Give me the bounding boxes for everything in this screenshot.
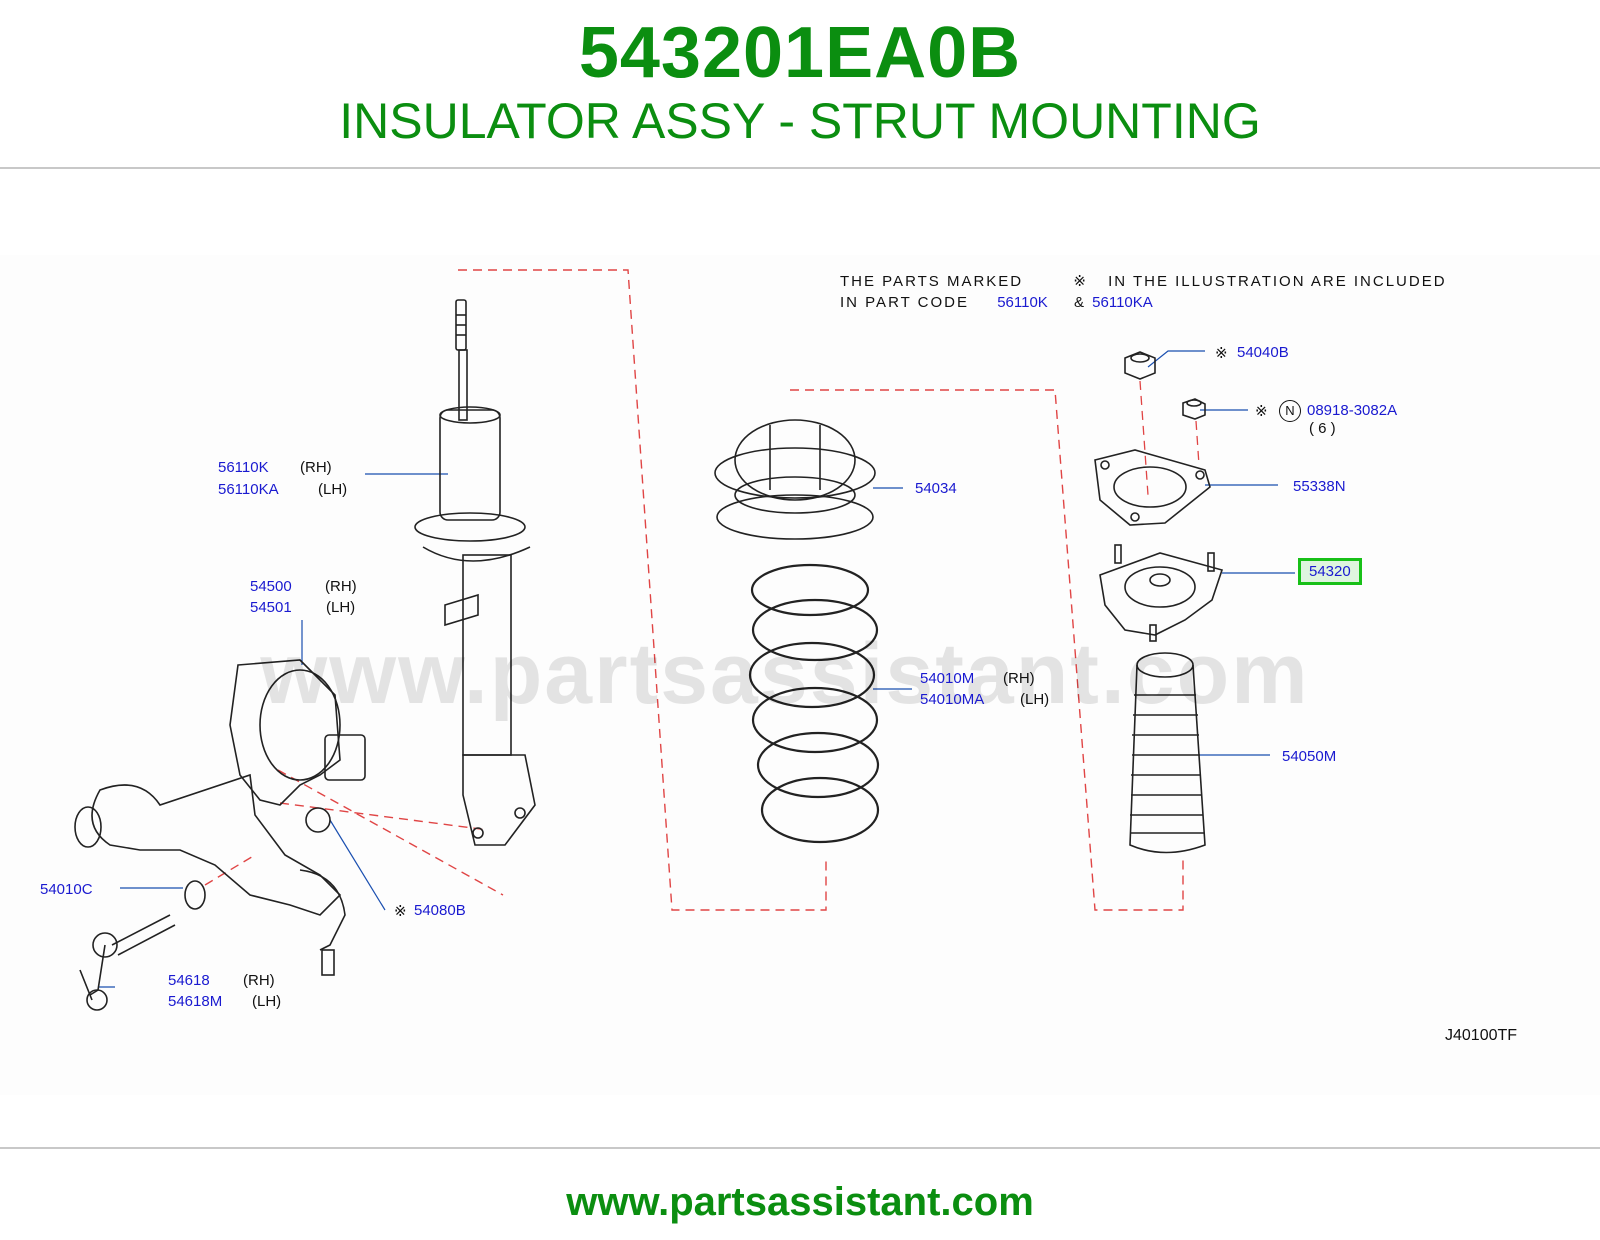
spring-seat-drawing: [714, 419, 876, 540]
note-text: THE PARTS MARKED: [840, 273, 1024, 290]
part-link-54010M[interactable]: 54010M: [920, 670, 975, 687]
mount-plate-drawing: [1094, 449, 1211, 526]
part-link-56110K[interactable]: 56110K: [218, 459, 269, 476]
note-line-1: THE PARTS MARKED ※ IN THE ILLUSTRATION A…: [840, 272, 1447, 290]
part-link-54080B[interactable]: 54080B: [414, 902, 466, 919]
diagram-drawing: [74, 269, 1295, 1011]
note-ampersand: &: [1073, 294, 1086, 311]
side-label: (LH): [318, 481, 348, 498]
side-label: (RH): [1003, 670, 1035, 687]
page-title: 543201EA0B: [578, 13, 1022, 93]
part-link-54010C[interactable]: 54010C: [40, 881, 93, 898]
nut-drawings: [1124, 351, 1206, 496]
part-link-56110KA[interactable]: 56110KA: [1092, 294, 1153, 311]
part-link-56110K[interactable]: 56110K: [997, 294, 1048, 311]
dust-boot-drawing: [1129, 652, 1206, 854]
side-label: (RH): [300, 459, 332, 476]
parts-diagram: www.partsassistant.com THE PARTS MARKED …: [0, 255, 1600, 1095]
strut-assembly-drawing: [414, 299, 536, 846]
quantity-label: ( 6 ): [1309, 420, 1336, 437]
page-subtitle: INSULATOR ASSY - STRUT MOUNTING: [339, 93, 1261, 149]
highlighted-part-54320[interactable]: 54320: [1298, 558, 1362, 585]
side-label: (LH): [326, 599, 356, 616]
part-link-54618M[interactable]: 54618M: [168, 993, 223, 1010]
side-label: (RH): [325, 578, 357, 595]
included-mark: ※: [1073, 273, 1088, 290]
part-link-54010MA[interactable]: 54010MA: [920, 691, 985, 708]
part-link-08918-3082A[interactable]: 08918-3082A: [1307, 402, 1398, 419]
part-link-54050M[interactable]: 54050M: [1282, 748, 1337, 765]
side-label: (LH): [1020, 691, 1050, 708]
part-link-54618[interactable]: 54618: [168, 972, 210, 989]
note-line-2: IN PART CODE 56110K & 56110KA: [840, 294, 1153, 311]
footer-divider: [0, 1147, 1600, 1149]
page-header: 543201EA0B INSULATOR ASSY - STRUT MOUNTI…: [0, 0, 1600, 168]
note-text: IN PART CODE: [840, 294, 970, 311]
note-text: IN THE ILLUSTRATION ARE INCLUDED: [1108, 273, 1447, 290]
included-mark: ※: [394, 903, 407, 920]
side-label: (RH): [243, 972, 275, 989]
footer-link[interactable]: www.partsassistant.com: [566, 1180, 1034, 1224]
assembly-guide-lines: [204, 269, 1184, 911]
lower-arm-drawing: [74, 659, 366, 976]
stabilizer-link-drawing: [79, 914, 176, 1011]
coil-spring-drawing: [748, 563, 880, 844]
header-divider: [0, 167, 1600, 169]
new-part-n-icon: N: [1279, 400, 1301, 422]
diagram-code: J40100TF: [1445, 1027, 1518, 1044]
included-mark: ※: [1215, 345, 1228, 362]
part-link-54040B[interactable]: 54040B: [1237, 344, 1289, 361]
side-label: (LH): [252, 993, 282, 1010]
part-link-54500[interactable]: 54500: [250, 578, 292, 595]
part-link-56110KA[interactable]: 56110KA: [218, 481, 279, 498]
included-mark: ※: [1255, 403, 1268, 420]
leader-lines: [98, 350, 1295, 988]
part-link-54034[interactable]: 54034: [915, 480, 957, 497]
strut-mount-insulator-drawing: [1099, 544, 1224, 642]
part-link-54501[interactable]: 54501: [250, 599, 292, 616]
part-link-55338N[interactable]: 55338N: [1293, 478, 1346, 495]
